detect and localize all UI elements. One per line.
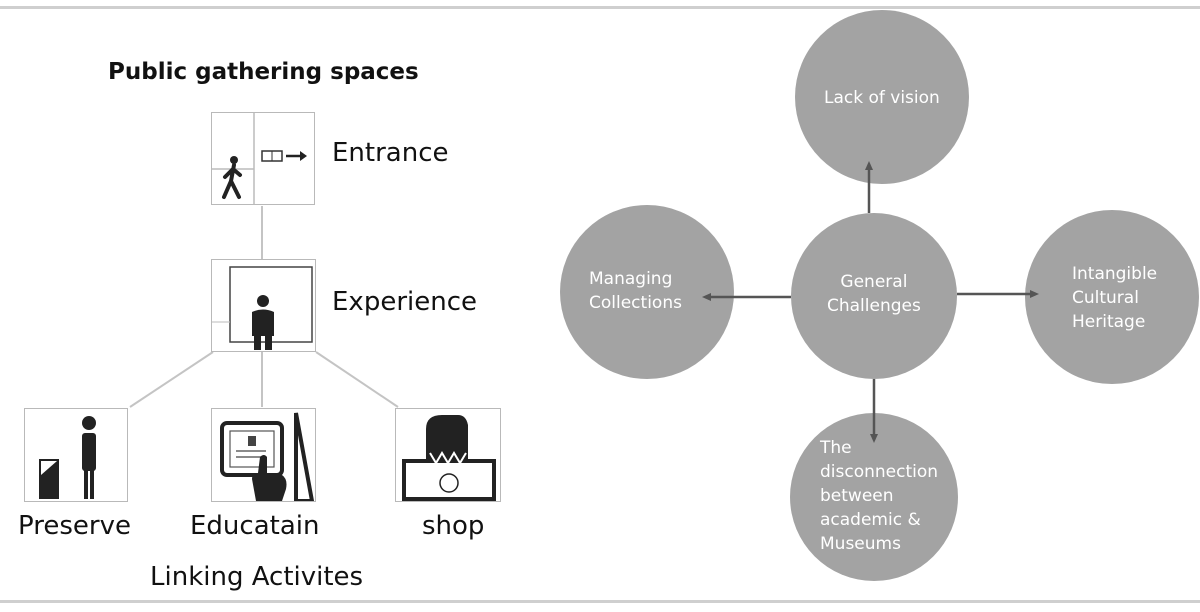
- bottom-rule: [0, 600, 1200, 603]
- activity-label-shop: shop: [422, 511, 485, 541]
- top-rule: [0, 6, 1200, 9]
- walking-person-exit-icon: [211, 112, 315, 205]
- activity-label-educatain: Educatain: [190, 511, 320, 541]
- activities-caption: Linking Activites: [150, 562, 364, 592]
- circle-intangible-heritage: [1025, 210, 1199, 384]
- touchscreen-kiosk-icon: [211, 408, 316, 503]
- person-artifact-case-icon: [24, 408, 128, 502]
- challenge-circles: [560, 10, 1199, 581]
- person-viewing-exhibit-icon: [211, 259, 316, 352]
- general-challenges-diagram: Lack of vision Managing Collections Gene…: [540, 0, 1200, 612]
- connector-experience-preserve: [129, 351, 214, 408]
- connector-experience-shop: [315, 351, 399, 408]
- stage-label-experience: Experience: [332, 287, 477, 317]
- activity-label-preserve: Preserve: [18, 511, 131, 541]
- node-intangible-heritage: Intangible Cultural Heritage: [1072, 264, 1158, 332]
- node-disconnection: The disconnection between academic & Mus…: [820, 438, 939, 554]
- connector-lines: [129, 206, 399, 408]
- circle-general-challenges: [791, 213, 957, 379]
- stage-label-entrance: Entrance: [332, 138, 449, 168]
- node-general-challenges: General Challenges: [827, 272, 921, 316]
- node-lack-of-vision: Lack of vision: [824, 88, 940, 108]
- diagram-title: Public gathering spaces: [108, 59, 419, 85]
- circle-managing-collections: [560, 205, 734, 379]
- circle-disconnection: [790, 413, 958, 581]
- public-spaces-diagram: Public gathering spaces Entrance: [0, 0, 560, 612]
- node-managing-collections: Managing Collections: [589, 269, 682, 313]
- circle-lack-of-vision: [795, 10, 969, 184]
- hand-shopping-bag-icon: [395, 408, 501, 502]
